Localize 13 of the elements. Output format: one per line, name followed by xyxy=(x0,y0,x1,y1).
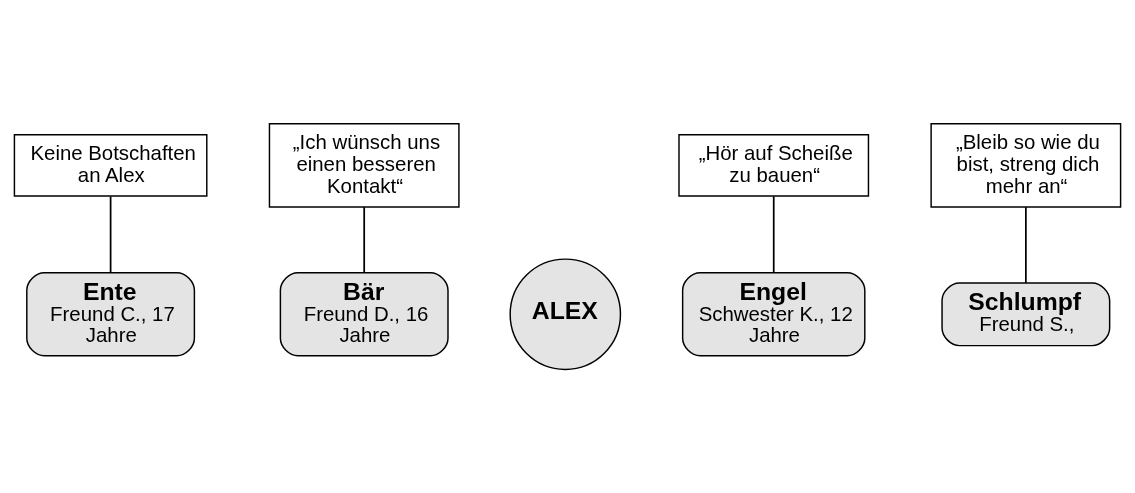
node-box: „Ich wünsch uns einen besseren Kontakt“ xyxy=(268,123,460,208)
connector xyxy=(363,206,366,274)
connector xyxy=(772,195,775,274)
node-box: Ente Freund C., 17 Jahre xyxy=(26,272,196,357)
node-box: „Bleib so wie du bist, streng dich mehr an“ xyxy=(930,123,1122,208)
connector xyxy=(1025,206,1027,284)
node-box: Bär Freund D., 16 Jahre xyxy=(279,272,449,357)
node-box: Schlumpf Freund S., xyxy=(941,282,1111,347)
node-box: Engel Schwester K., 12 Jahre xyxy=(681,272,866,357)
connector xyxy=(109,195,112,274)
node-circle: ALEX xyxy=(509,258,622,371)
node-box: „Hör auf Scheiße zu bauen“ xyxy=(678,134,870,197)
node-box: Keine Botschaften an Alex xyxy=(13,134,208,197)
